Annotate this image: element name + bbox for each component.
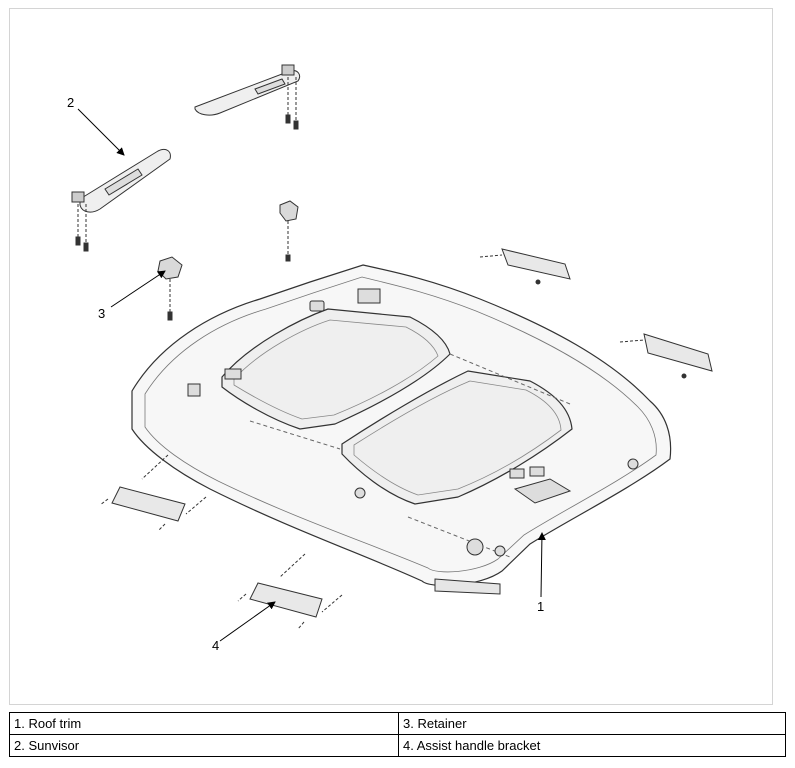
assist-handle-bracket-part: [99, 248, 713, 630]
callout-2-label: 2: [67, 95, 74, 110]
callout-1-label: 1: [537, 599, 544, 614]
roof-trim-exploded-diagram: 1 2 3 4: [67, 64, 713, 653]
callout-4: 4: [212, 601, 276, 653]
callout-3-label: 3: [98, 306, 105, 321]
sunvisor-right-part: [194, 64, 301, 130]
exploded-view-figure: 1 2 3 4: [9, 8, 773, 705]
legend-item-sunvisor: 2. Sunvisor: [9, 734, 399, 757]
legend-item-roof-trim: 1. Roof trim: [9, 712, 399, 735]
parts-legend-table: 1. Roof trim 3. Retainer 2. Sunvisor 4. …: [9, 712, 786, 757]
legend-item-assist-handle-bracket: 4. Assist handle bracket: [398, 734, 786, 757]
callout-1: 1: [537, 532, 546, 614]
callout-3: 3: [98, 270, 166, 321]
legend-item-retainer: 3. Retainer: [398, 712, 786, 735]
legend-row: 2. Sunvisor 4. Assist handle bracket: [9, 734, 786, 757]
legend-row: 1. Roof trim 3. Retainer: [9, 712, 786, 735]
callout-2: 2: [67, 95, 125, 156]
callout-4-label: 4: [212, 638, 219, 653]
sunvisor-left-part: [71, 148, 171, 252]
roof-trim-part: [131, 264, 672, 595]
